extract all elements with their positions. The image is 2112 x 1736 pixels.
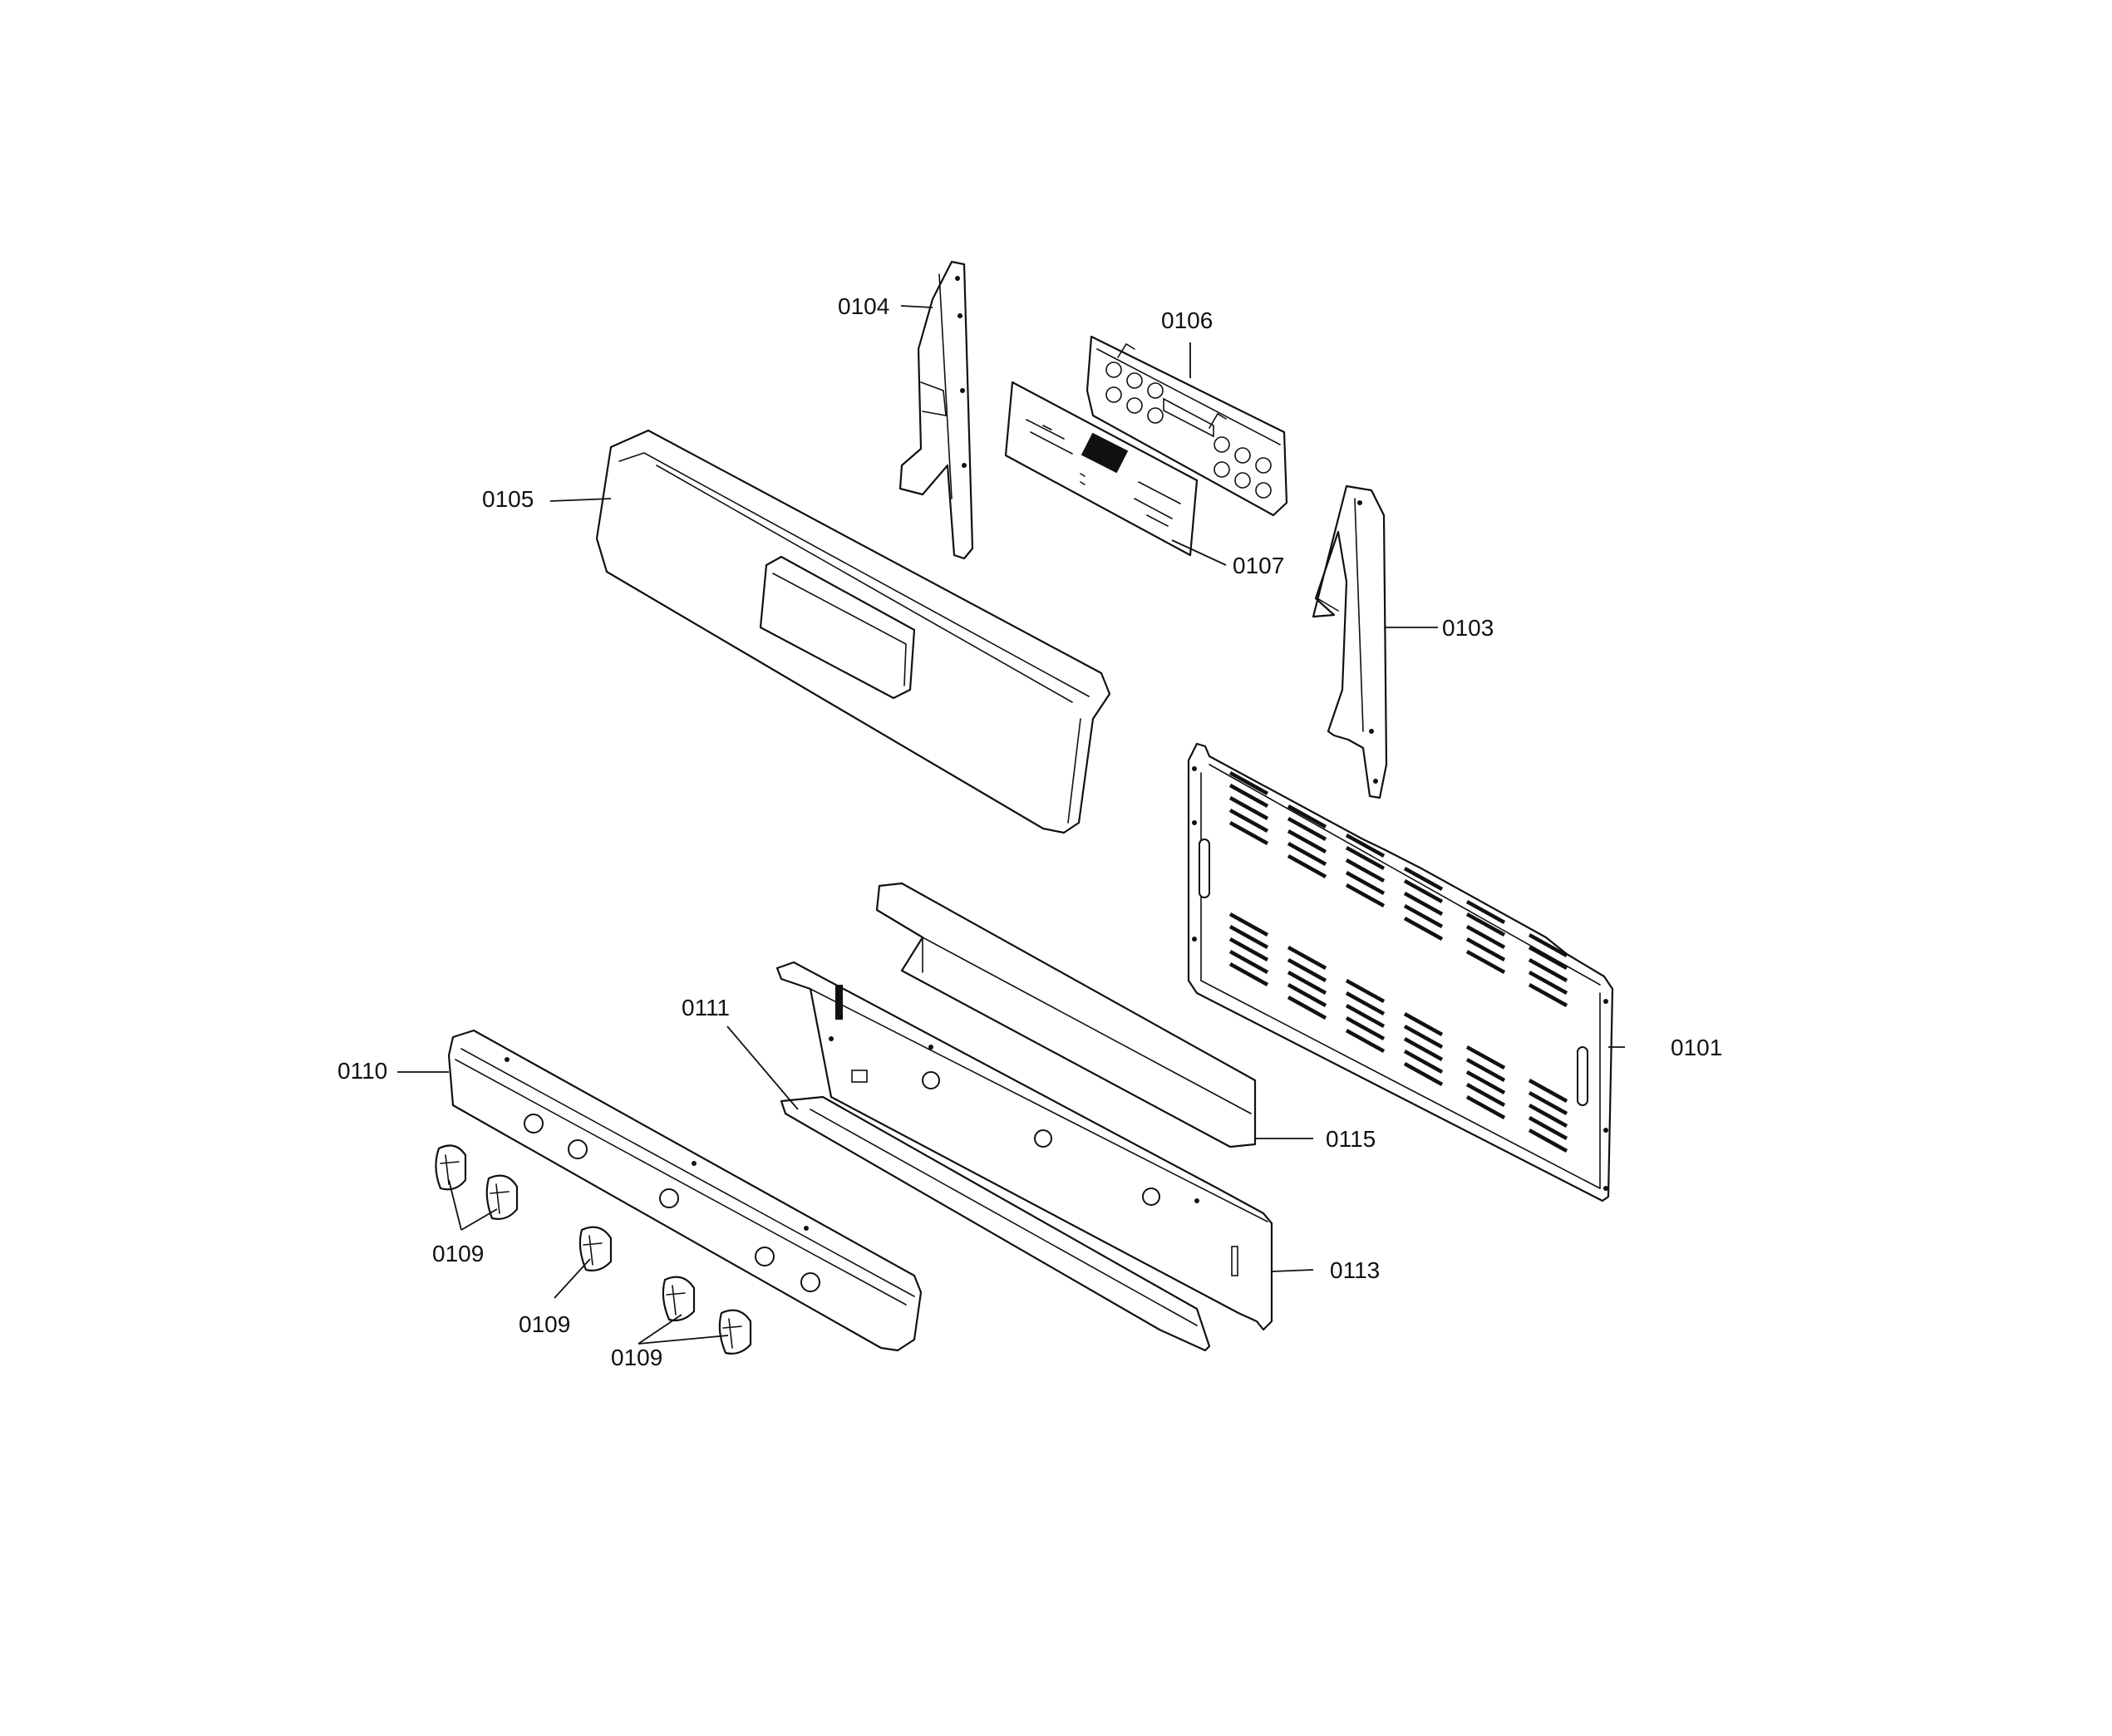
part-0107-overlay (1004, 381, 1199, 557)
leader-lines (397, 305, 1625, 1345)
part-0109-knob (435, 1144, 467, 1191)
part-0111-trim-strip (780, 1095, 1211, 1352)
part-0106-control-board (1086, 335, 1288, 517)
part-0105-backguard (595, 429, 1111, 834)
callout-0115: 0115 (1326, 1126, 1376, 1152)
callout-0106: 0106 (1161, 307, 1213, 333)
part-0110-control-panel (447, 1029, 923, 1352)
callout-0110: 0110 (337, 1058, 387, 1084)
part-0109-knob (485, 1174, 519, 1220)
part-0109-knob (718, 1309, 752, 1355)
part-0115-shield (875, 882, 1257, 1148)
callout-0109: 0109 (432, 1241, 484, 1266)
callout-0113: 0113 (1330, 1257, 1380, 1283)
callout-0111: 0111 (682, 995, 730, 1020)
callout-0103: 0103 (1442, 615, 1494, 641)
part-0104-side-bracket (898, 260, 974, 560)
part-0113-manifold-panel (775, 961, 1273, 1331)
callout-0104: 0104 (838, 293, 889, 319)
part-0109-knob (662, 1276, 696, 1321)
callout-0101: 0101 (1671, 1035, 1722, 1060)
callout-0107: 0107 (1233, 553, 1284, 578)
part-0103-side-bracket (1312, 484, 1388, 799)
part-0101-rear-panel (1187, 742, 1614, 1202)
callout-0109: 0109 (611, 1345, 662, 1370)
callout-0109: 0109 (519, 1311, 570, 1337)
callout-0105: 0105 (482, 486, 534, 512)
part-0109-knob (578, 1226, 613, 1271)
